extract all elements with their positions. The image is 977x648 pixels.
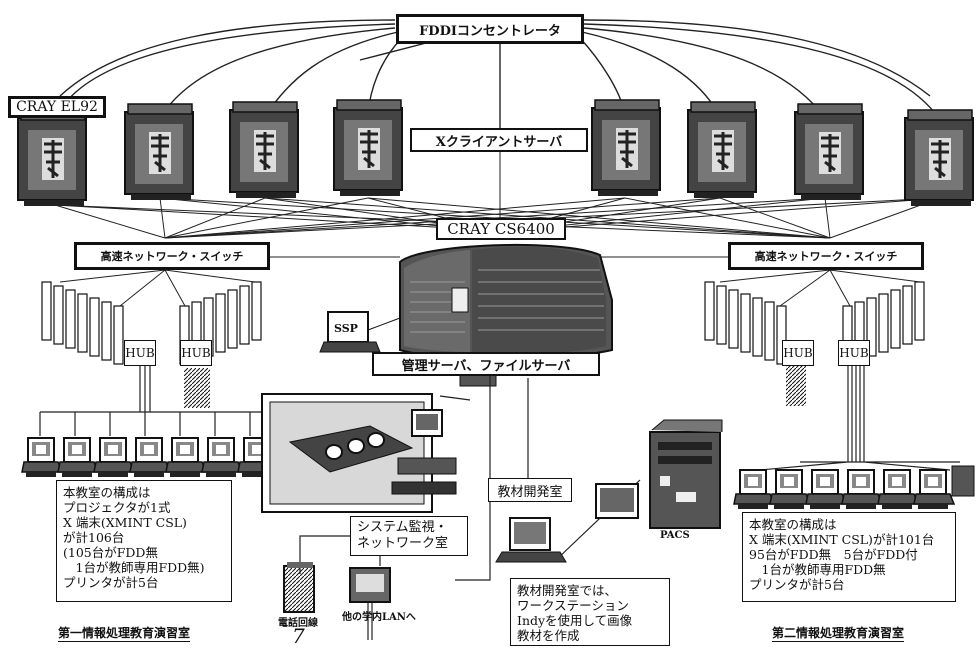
mgmt-server-label: 管理サーバ、ファイルサーバ: [372, 352, 600, 376]
right-room-line: X 端末(XMINT CSL)が計101台: [749, 532, 949, 547]
hs-switch-left-label: 高速ネットワーク・スイッチ: [74, 242, 270, 270]
system-room-label: システム監視・ ネットワーク室: [350, 516, 468, 556]
material-note-line: Indyを使用して画像: [517, 613, 663, 628]
annotation-7: 7: [292, 624, 305, 648]
phone-line-unit: [284, 562, 314, 612]
right-hub-racks: [705, 270, 960, 470]
pacs-unit: [596, 420, 722, 528]
cray-el92-label: CRAY EL92: [8, 96, 106, 118]
other-lan-label: 他の学内LANへ: [342, 608, 416, 623]
hub-left-1: HUB: [124, 340, 156, 366]
material-workstation: [496, 518, 566, 562]
cray-cs6400-label: CRAY CS6400: [436, 218, 566, 240]
left-room-line: (105台がFDD無: [63, 545, 225, 560]
ssp-console: [320, 312, 400, 352]
right-room-terminals: [734, 466, 974, 509]
hs-switch-right-label: 高速ネットワーク・スイッチ: [728, 242, 924, 270]
left-room-info: 本教室の構成は プロジェクタが1式 X 端末(XMINT CSL) が計106台…: [56, 480, 232, 602]
material-note-line: 教材を作成: [517, 628, 663, 643]
right-room-line: 本教室の構成は: [749, 517, 949, 532]
left-room-line: が計106台: [63, 530, 225, 545]
left-hub-racks: [42, 270, 261, 408]
right-room-info: 本教室の構成は X 端末(XMINT CSL)が計101台 95台がFDD無 5…: [742, 512, 956, 602]
fddi-concentrator-label: FDDIコンセントレータ: [396, 14, 584, 44]
material-note-line: 教材開発室では、: [517, 583, 663, 598]
right-room-line: 1台が教師専用FDD無: [749, 562, 949, 577]
ssp-label: SSP: [334, 322, 358, 335]
x-client-server-label: Xクライアントサーバ: [410, 128, 588, 152]
hub-left-2: HUB: [180, 340, 212, 366]
material-note-line: ワークステーション: [517, 598, 663, 613]
left-room-caption: 第一情報処理教育演習室: [58, 624, 190, 642]
left-room-line: 1台が教師専用FDD無): [63, 560, 225, 575]
material-room-label: 教材開発室: [488, 478, 572, 502]
hub-right-2: HUB: [838, 340, 870, 366]
right-room-line: プリンタが計5台: [749, 577, 949, 592]
left-room-terminals: [22, 438, 278, 477]
system-room-line-2: ネットワーク室: [357, 536, 461, 552]
right-room-caption: 第二情報処理教育演習室: [772, 624, 904, 642]
system-room-line-1: システム監視・: [357, 520, 461, 536]
left-room-line: X 端末(XMINT CSL): [63, 515, 225, 530]
left-room-line: プリンタが計5台: [63, 575, 225, 590]
right-room-line: 95台がFDD無 5台がFDD付: [749, 547, 949, 562]
hub-right-1: HUB: [782, 340, 814, 366]
pacs-label: PACS: [660, 530, 690, 541]
server-units: [18, 100, 973, 206]
left-room-line: プロジェクタが1式: [63, 500, 225, 515]
left-room-line: 本教室の構成は: [63, 485, 225, 500]
lan-router-unit: [350, 568, 390, 602]
material-note: 教材開発室では、 ワークステーション Indyを使用して画像 教材を作成: [510, 578, 670, 646]
